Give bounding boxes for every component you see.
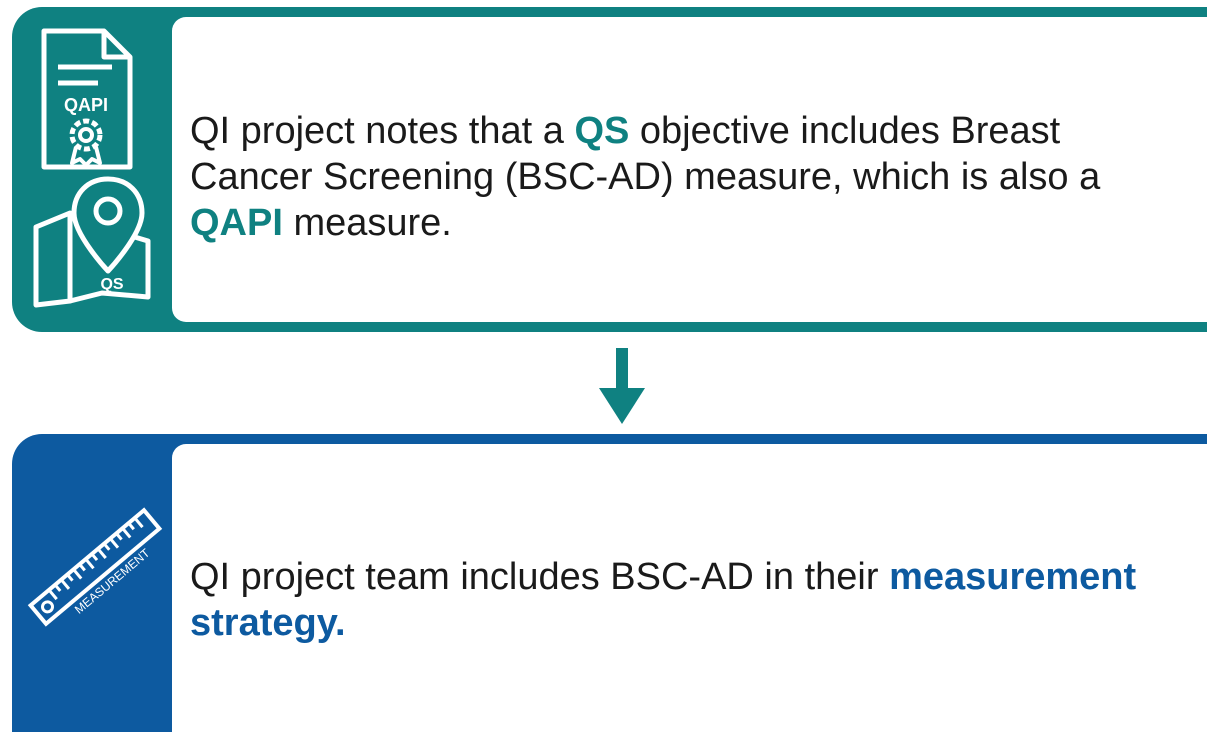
qs-map-pin-icon: QS — [33, 176, 151, 308]
qs-icon-label: QS — [100, 276, 123, 293]
step-1-card: QI project notes that a QS objective inc… — [172, 17, 1207, 322]
step-1-text: QI project notes that a QS objective inc… — [190, 108, 1193, 246]
step-1-icon-column: QAPI QS — [12, 7, 172, 332]
step-2-icon-column: MEASUREMENT — [12, 434, 172, 732]
step-1-panel: QAPI QS QI project notes that a QS objec… — [12, 7, 1207, 332]
qapi-icon-label: QAPI — [64, 95, 108, 115]
step-1-text-part-3: measure. — [282, 202, 452, 244]
step-2-panel: MEASUREMENT QI project team includes BSC… — [12, 434, 1207, 732]
step-2-text: QI project team includes BSC-AD in their… — [190, 554, 1193, 646]
ruler-icon-label: MEASUREMENT — [72, 545, 153, 616]
step-2-text-part-1: QI project team includes BSC-AD in their — [190, 556, 890, 598]
qs-highlight: QS — [574, 110, 630, 152]
qapi-certificate-icon: QAPI — [41, 28, 133, 170]
qapi-highlight: QAPI — [190, 202, 283, 244]
step-2-card: QI project team includes BSC-AD in their… — [172, 444, 1207, 732]
measurement-ruler-icon: MEASUREMENT — [27, 507, 163, 627]
step-1-text-part-2: objective includes Breast Cancer Screeni… — [190, 110, 1101, 198]
measurement-strategy-highlight: measurement strategy. — [190, 556, 1137, 644]
step-1-text-part-1: QI project notes that a — [190, 110, 575, 152]
arrow-down-icon — [599, 348, 645, 424]
